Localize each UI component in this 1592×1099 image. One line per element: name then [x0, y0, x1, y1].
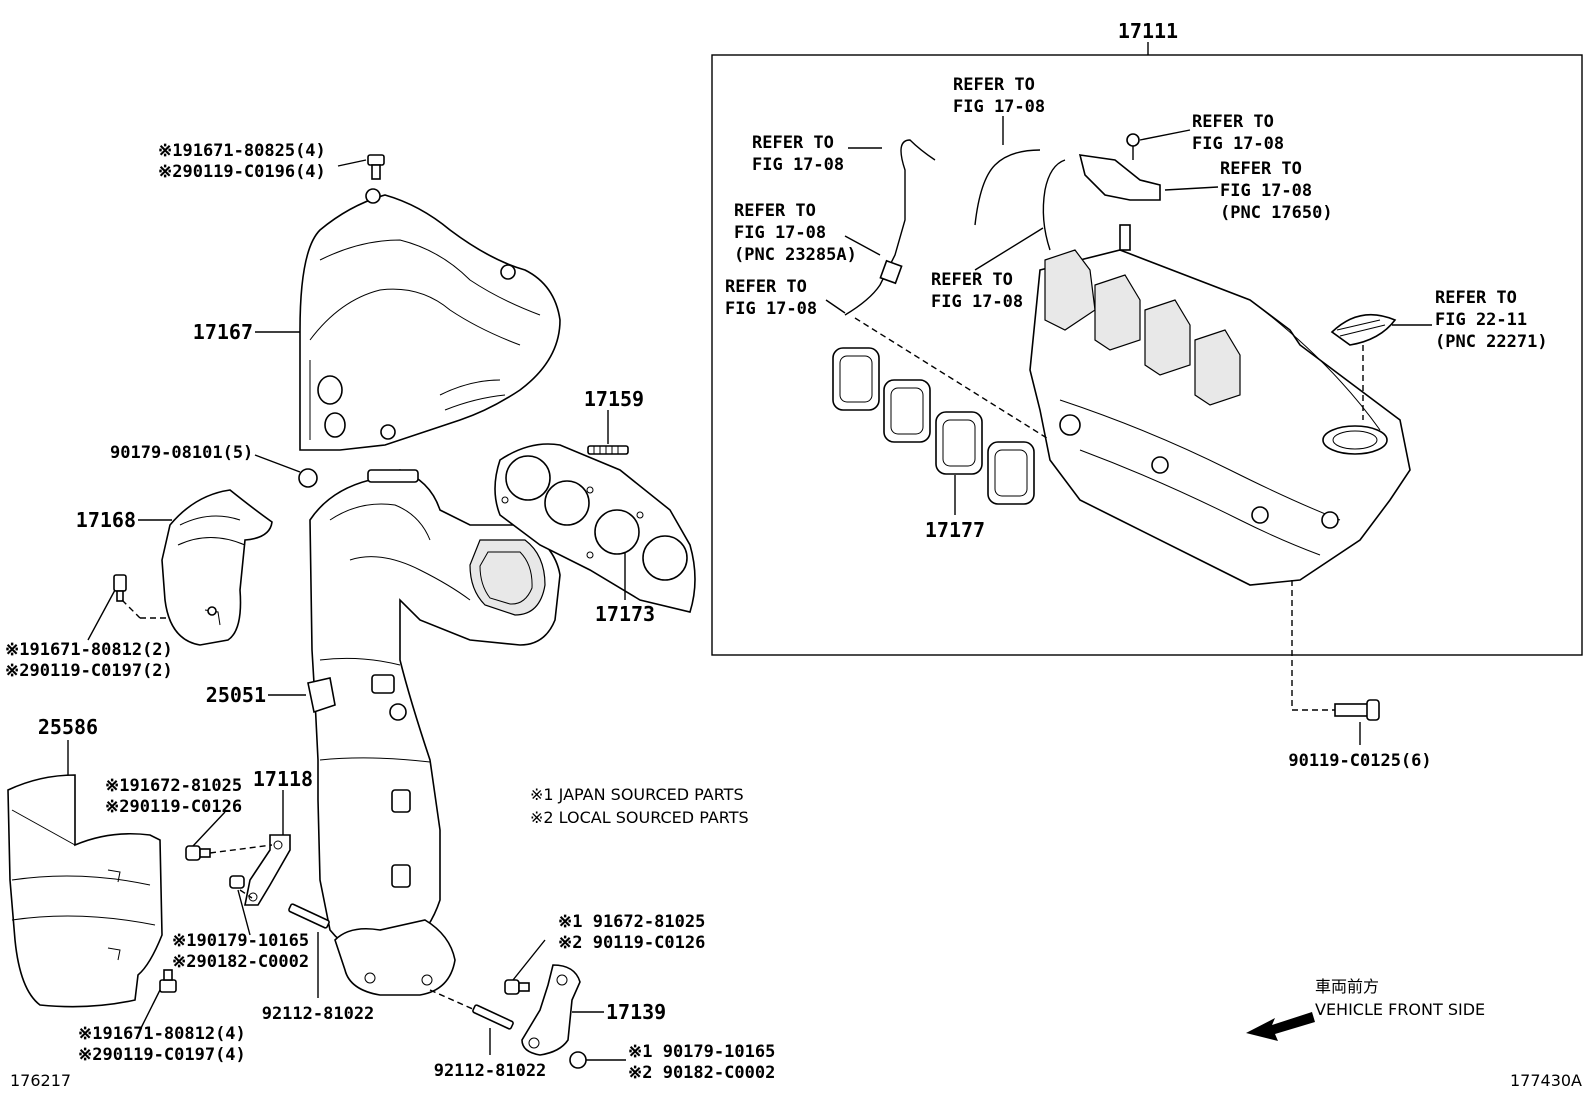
refer-7-line-3: (PNC 17650) [1220, 203, 1333, 223]
callout-90119-C0125: 90119-C0125(6) [1288, 751, 1431, 771]
callout-90179-08101: 90179-08101(5) [110, 443, 253, 463]
bolt-note-17139-1: ※1 91672-81025 [558, 912, 705, 932]
refer-3-line-1: REFER TO [734, 201, 816, 221]
refer-5-line-2: FIG 17-08 [931, 292, 1023, 312]
nut-note-17139-1: ※1 90179-10165 [628, 1042, 775, 1062]
refer-2-line-2: FIG 17-08 [953, 97, 1045, 117]
callout-17111: 17111 [1118, 19, 1178, 43]
refer-5-line-1: REFER TO [931, 270, 1013, 290]
shield-piece-illustration [307, 677, 336, 714]
bolt-note-17118-1: ※191672-81025 [105, 776, 242, 796]
bolt-note-17139-2: ※2 90119-C0126 [558, 933, 705, 953]
exhaust-gasket-17173-illustration [494, 443, 696, 613]
refer-3-line-3: (PNC 23285A) [734, 245, 857, 265]
refer-8-line-1: REFER TO [1435, 288, 1517, 308]
bolt-note-25586-2: ※290119-C0197(4) [78, 1045, 246, 1065]
callout-25051: 25051 [206, 683, 266, 707]
nut-note-17118-2: ※290182-C0002 [172, 952, 309, 972]
heat-insulator-17167-illustration [299, 188, 561, 451]
bolt-note-25586-1: ※191671-80812(4) [78, 1024, 246, 1044]
refer-6-line-2: FIG 17-08 [1192, 134, 1284, 154]
refer-1-line-1: REFER TO [752, 133, 834, 153]
refer-6-line-1: REFER TO [1192, 112, 1274, 132]
heat-insulator-17168-illustration [161, 489, 273, 646]
figure-id-left: 176217 [10, 1071, 71, 1090]
intake-manifold-illustration [1029, 224, 1411, 586]
refer-8-line-2: FIG 22-11 [1435, 310, 1527, 330]
callout-92112-a: 92112-81022 [262, 1004, 375, 1024]
bolt-top-illustration [367, 154, 385, 180]
legend-japan-sourced: ※1 JAPAN SOURCED PARTS [530, 785, 744, 804]
callout-17173: 17173 [595, 602, 655, 626]
bolt-17168-illustration [113, 574, 127, 602]
hoses-illustration [844, 133, 1397, 346]
refer-4-line-2: FIG 17-08 [725, 299, 817, 319]
bolt-note-top-2: ※290119-C0196(4) [158, 162, 326, 182]
bolt-25586-illustration [159, 969, 177, 993]
callout-17139: 17139 [606, 1000, 666, 1024]
refer-7-line-1: REFER TO [1220, 159, 1302, 179]
bolt-note-17118-2: ※290119-C0126 [105, 797, 242, 817]
bracket-17118-illustration [185, 834, 291, 906]
nut-90179-08101-illustration [254, 454, 318, 488]
intake-gasket-illustration [832, 347, 1035, 505]
legend-local-sourced: ※2 LOCAL SOURCED PARTS [530, 808, 749, 827]
refer-2-line-1: REFER TO [953, 75, 1035, 95]
refer-8-line-3: (PNC 22271) [1435, 332, 1548, 352]
callout-92112-b: 92112-81022 [434, 1061, 547, 1081]
stud-17159-illustration [587, 445, 629, 455]
callout-17177: 17177 [925, 518, 985, 542]
callout-17118: 17118 [253, 767, 313, 791]
refer-3-line-2: FIG 17-08 [734, 223, 826, 243]
stud-92112-a-illustration [288, 903, 330, 929]
refer-1-line-2: FIG 17-08 [752, 155, 844, 175]
refer-7-line-2: FIG 17-08 [1220, 181, 1312, 201]
nut-note-17139-2: ※2 90182-C0002 [628, 1063, 775, 1083]
figure-id-right: 177430A [1510, 1071, 1582, 1090]
vehicle-front-jp: 車両前方 [1315, 977, 1379, 996]
bolt-note-top-1: ※191671-80825(4) [158, 141, 326, 161]
vehicle-front-arrow-icon [1246, 1012, 1315, 1041]
callout-17159: 17159 [584, 387, 644, 411]
bolt-note-17168-1: ※191671-80812(2) [5, 640, 173, 660]
bracket-17139-illustration [504, 964, 587, 1069]
callout-25586: 25586 [38, 715, 98, 739]
bolt-note-17168-2: ※290119-C0197(2) [5, 661, 173, 681]
refer-4-line-1: REFER TO [725, 277, 807, 297]
callout-17168: 17168 [76, 508, 136, 532]
callout-17167: 17167 [193, 320, 253, 344]
intake-manifold-group: 17111 [711, 19, 1583, 710]
stud-92112-b-illustration [472, 1004, 514, 1030]
heat-insulator-25586-illustration [7, 774, 163, 1008]
bolt-90119-C0125-illustration [1292, 699, 1380, 745]
vehicle-front-en: VEHICLE FRONT SIDE [1315, 1000, 1485, 1019]
exhaust-manifold-25051-illustration [309, 469, 561, 996]
nut-note-17118-1: ※190179-10165 [172, 931, 309, 951]
